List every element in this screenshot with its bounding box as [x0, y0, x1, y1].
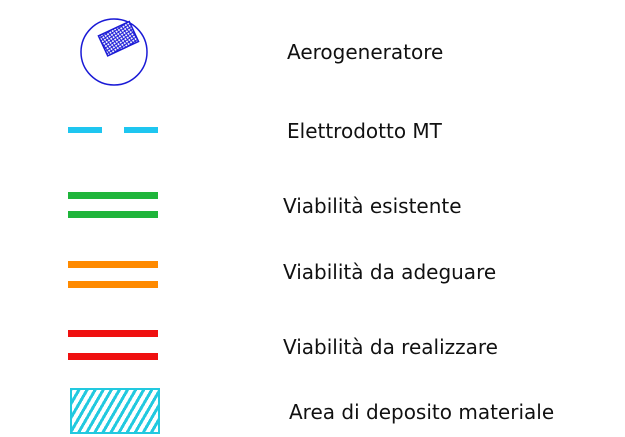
double-line-icon: [68, 330, 158, 362]
legend-label: Area di deposito materiale: [289, 400, 555, 424]
legend-label: Viabilità da adeguare: [283, 260, 497, 284]
legend-item-area-deposito: Area di deposito materiale: [0, 384, 625, 437]
legend-item-viabilita-esistente: Viabilità esistente: [0, 180, 625, 230]
double-line-icon: [68, 192, 158, 222]
dashed-line-icon: [68, 127, 160, 135]
legend-item-elettrodotto-mt: Elettrodotto MT: [0, 100, 625, 160]
legend-item-aerogeneratore: Aerogeneratore: [0, 0, 625, 90]
legend-item-viabilita-da-realizzare: Viabilità da realizzare: [0, 322, 625, 372]
legend-label: Elettrodotto MT: [287, 119, 442, 143]
legend-label: Aerogeneratore: [287, 40, 444, 64]
wind-turbine-icon: [80, 18, 148, 86]
legend-label: Viabilità da realizzare: [283, 335, 498, 359]
legend-item-viabilita-da-adeguare: Viabilità da adeguare: [0, 252, 625, 302]
double-line-icon: [68, 261, 158, 291]
hatched-area-icon: [70, 388, 160, 434]
legend-label: Viabilità esistente: [283, 194, 462, 218]
